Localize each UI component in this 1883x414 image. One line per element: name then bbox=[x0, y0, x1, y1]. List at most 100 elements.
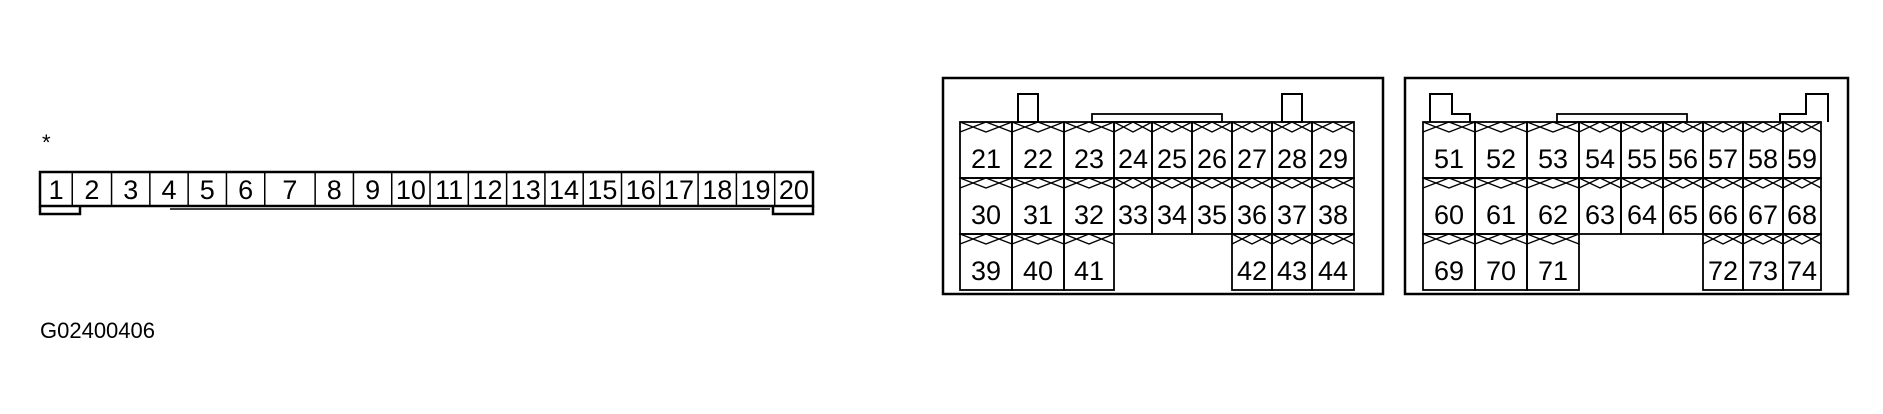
terminal-guide bbox=[1702, 233, 1744, 245]
connector-a-right-tab bbox=[771, 206, 815, 216]
connector-b-pin-42: 42 bbox=[1237, 256, 1267, 286]
terminal-guide bbox=[1113, 121, 1153, 133]
connector-c-pin-52: 52 bbox=[1486, 144, 1516, 174]
connector-c-pin-68: 68 bbox=[1787, 200, 1817, 230]
connector-b-pin-25: 25 bbox=[1157, 144, 1187, 174]
connector-b-pin-26: 26 bbox=[1197, 144, 1227, 174]
connector-b-pin-39: 39 bbox=[971, 256, 1001, 286]
terminal-guide bbox=[1526, 177, 1580, 189]
connector-c-pin-61: 61 bbox=[1486, 200, 1516, 230]
connector-a-pin-16: 16 bbox=[626, 175, 656, 205]
terminal-guide bbox=[1151, 177, 1193, 189]
terminal-guide bbox=[1782, 121, 1822, 133]
connector-a-pin-4: 4 bbox=[161, 175, 176, 205]
terminal-guide bbox=[1526, 121, 1580, 133]
terminal-guide bbox=[1578, 121, 1622, 133]
connector-c-pin-72: 72 bbox=[1708, 256, 1738, 286]
connector-b-pin-31: 31 bbox=[1023, 200, 1053, 230]
connector-a-pin-20: 20 bbox=[779, 175, 809, 205]
connector-a-pin-3: 3 bbox=[123, 175, 138, 205]
connector-c-pin-67: 67 bbox=[1748, 200, 1778, 230]
terminal-guide bbox=[1113, 177, 1153, 189]
figure-id: G02400406 bbox=[40, 318, 155, 343]
terminal-guide bbox=[1011, 177, 1065, 189]
terminal-guide bbox=[1271, 177, 1313, 189]
connector-b-pin-30: 30 bbox=[971, 200, 1001, 230]
connector-b-pin-21: 21 bbox=[971, 144, 1001, 174]
terminal-guide bbox=[1063, 233, 1115, 245]
terminal-guide bbox=[959, 177, 1013, 189]
terminal-guide bbox=[1474, 233, 1528, 245]
connector-c-pin-69: 69 bbox=[1434, 256, 1464, 286]
terminal-guide bbox=[1662, 121, 1704, 133]
connector-b-pin-28: 28 bbox=[1277, 144, 1307, 174]
terminal-guide bbox=[1231, 121, 1273, 133]
terminal-guide bbox=[1662, 177, 1704, 189]
connector-b-pin-23: 23 bbox=[1074, 144, 1104, 174]
connector-b-pin-32: 32 bbox=[1074, 200, 1104, 230]
terminal-guide bbox=[1474, 121, 1528, 133]
connector-c-pin-59: 59 bbox=[1787, 144, 1817, 174]
connector-c-pin-71: 71 bbox=[1538, 256, 1568, 286]
connector-a-pin-9: 9 bbox=[365, 175, 380, 205]
terminal-guide bbox=[1620, 121, 1664, 133]
connector-b-pin-29: 29 bbox=[1318, 144, 1348, 174]
connector-c-pin-65: 65 bbox=[1668, 200, 1698, 230]
terminal-guide bbox=[1011, 121, 1065, 133]
terminal-guide bbox=[1422, 233, 1476, 245]
connector-a-pin-7: 7 bbox=[282, 175, 297, 205]
connector-b-pin-41: 41 bbox=[1074, 256, 1104, 286]
connector-a-pin-18: 18 bbox=[702, 175, 732, 205]
connector-b-pin-37: 37 bbox=[1277, 200, 1307, 230]
terminal-guide bbox=[1702, 177, 1744, 189]
pin-cell bbox=[1063, 233, 1115, 291]
connector-b-right-latch bbox=[1281, 93, 1303, 123]
connector-a-pin-1: 1 bbox=[49, 175, 64, 205]
terminal-guide bbox=[1620, 177, 1664, 189]
terminal-guide bbox=[1742, 177, 1784, 189]
connector-b-pin-24: 24 bbox=[1118, 144, 1148, 174]
pin-cell bbox=[1311, 233, 1355, 291]
connector-c-frame bbox=[1403, 76, 1850, 296]
connector-b-pin-40: 40 bbox=[1023, 256, 1053, 286]
connector-a-pin-17: 17 bbox=[664, 175, 694, 205]
terminal-guide bbox=[1311, 233, 1355, 245]
connector-a-pin-19: 19 bbox=[741, 175, 771, 205]
terminal-guide bbox=[1231, 177, 1273, 189]
terminal-guide bbox=[1011, 233, 1065, 245]
connector-c-pin-73: 73 bbox=[1748, 256, 1778, 286]
terminal-guide bbox=[1271, 233, 1313, 245]
terminal-guide bbox=[1782, 233, 1822, 245]
terminal-guide bbox=[1474, 177, 1528, 189]
connector-b-pin-27: 27 bbox=[1237, 144, 1267, 174]
connector-b-pin-44: 44 bbox=[1318, 256, 1348, 286]
connector-b-frame bbox=[941, 76, 1385, 296]
connector-a-pin-2: 2 bbox=[84, 175, 99, 205]
connector-a-pin-10: 10 bbox=[396, 175, 426, 205]
terminal-guide bbox=[1526, 233, 1580, 245]
connector-b-pin-43: 43 bbox=[1277, 256, 1307, 286]
terminal-guide bbox=[1151, 121, 1193, 133]
connector-c-pin-53: 53 bbox=[1538, 144, 1568, 174]
connector-b-pin-22: 22 bbox=[1023, 144, 1053, 174]
connector-a-pin-12: 12 bbox=[472, 175, 502, 205]
terminal-guide bbox=[1742, 121, 1784, 133]
terminal-guide bbox=[1191, 121, 1233, 133]
connector-c-pin-54: 54 bbox=[1585, 144, 1615, 174]
terminal-guide bbox=[1782, 177, 1822, 189]
connector-c-pin-64: 64 bbox=[1627, 200, 1657, 230]
terminal-guide bbox=[959, 233, 1013, 245]
terminal-guide bbox=[1231, 233, 1273, 245]
connector-a-pin-15: 15 bbox=[587, 175, 617, 205]
connector-c-left-latch bbox=[1429, 93, 1471, 122]
terminal-guide bbox=[1422, 121, 1476, 133]
connector-c-pin-62: 62 bbox=[1538, 200, 1568, 230]
connector-c-pin-51: 51 bbox=[1434, 144, 1464, 174]
connector-b-pin-38: 38 bbox=[1318, 200, 1348, 230]
